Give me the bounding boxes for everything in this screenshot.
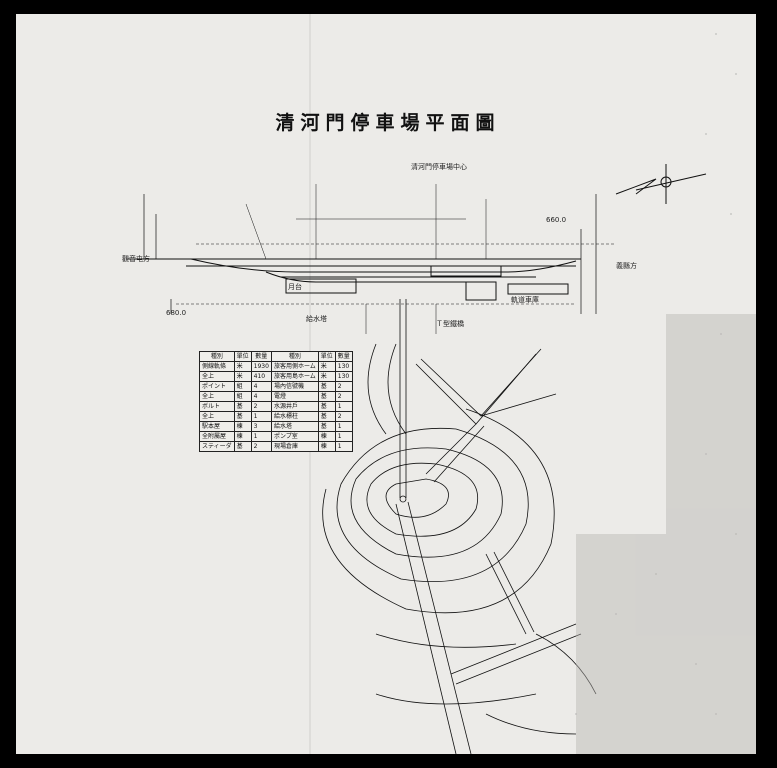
platform-label: 月台 — [288, 283, 302, 291]
legend-cell: 4 — [250, 391, 272, 402]
distance-right-label: 660.0 — [546, 216, 567, 224]
station-note: 清河門停車場中心 — [411, 163, 467, 171]
legend-cell: 基 — [233, 411, 252, 422]
legend-cell: 基 — [233, 441, 252, 452]
bridge-note-label: Ｔ型鐵橋 — [436, 320, 464, 328]
legend-cell: 4 — [250, 381, 272, 392]
handcar-shed-label: 軌道車庫 — [511, 296, 539, 304]
legend-cell: 2 — [250, 401, 272, 412]
legend-cell: 全上 — [199, 411, 235, 422]
legend-cell: 1 — [334, 401, 353, 412]
legend-cell: 現場倉庫 — [270, 441, 319, 452]
legend-cell: 2 — [250, 441, 272, 452]
legend-cell: 1 — [250, 411, 272, 422]
legend-cell: スティーダ — [199, 441, 235, 452]
legend-cell: 全附屬屋 — [199, 431, 235, 442]
legend-cell: 棟 — [317, 431, 336, 442]
station-plan-drawing — [126, 14, 756, 754]
legend-cell: 基 — [317, 411, 336, 422]
right-direction-label: 義縣方 — [616, 262, 637, 270]
legend-cell: 1930 — [250, 361, 272, 372]
legend-header: 單位 — [317, 351, 336, 362]
legend-cell: 410 — [250, 371, 272, 382]
legend-cell: 1 — [334, 421, 353, 432]
legend-cell: 米 — [233, 361, 252, 372]
legend-cell: 水源井戶 — [270, 401, 319, 412]
legend-cell: 米 — [317, 361, 336, 372]
legend-cell: 駅本屋 — [199, 421, 235, 432]
legend-cell: 米 — [317, 371, 336, 382]
legend-cell: ポンプ室 — [270, 431, 319, 442]
legend-cell: 2 — [334, 381, 353, 392]
legend-cell: 全上 — [199, 391, 235, 402]
legend-cell: 全上 — [199, 371, 235, 382]
legend-cell: ボルト — [199, 401, 235, 412]
legend-cell: 電燈 — [270, 391, 319, 402]
legend-header: 種別 — [199, 351, 235, 362]
legend-cell: 1 — [334, 431, 353, 442]
legend-header: 種別 — [270, 351, 319, 362]
legend-cell: 2 — [334, 411, 353, 422]
legend-header: 數量 — [250, 351, 272, 362]
legend-cell: 1 — [334, 441, 353, 452]
legend-cell: 基 — [317, 401, 336, 412]
legend-cell: 旅客用島ホーム — [270, 371, 319, 382]
legend-cell: ポイント — [199, 381, 235, 392]
legend-cell: 130 — [334, 371, 353, 382]
legend-cell: 基 — [317, 421, 336, 432]
legend-cell: 給水標柱 — [270, 411, 319, 422]
legend-cell: 3 — [250, 421, 272, 432]
legend-header-row: 種別 單位 數量 種別 單位 數量 — [199, 351, 353, 362]
map-sheet: 清河門停車場平面圖 清河門停車場中心 觀音屯方 義縣方 給水塔 軌道車庫 月台 … — [16, 14, 756, 754]
legend-cell: 1 — [250, 431, 272, 442]
water-tank-label: 給水塔 — [306, 315, 327, 323]
legend-header: 數量 — [334, 351, 353, 362]
legend-cell: 旅客用側ホーム — [270, 361, 319, 372]
legend-cell: 130 — [334, 361, 353, 372]
legend-cell: 場內信號機 — [270, 381, 319, 392]
legend-header: 單位 — [233, 351, 252, 362]
legend-cell: 棟 — [317, 441, 336, 452]
legend-cell: 基 — [317, 391, 336, 402]
legend-cell: 基 — [317, 381, 336, 392]
legend-cell: 2 — [334, 391, 353, 402]
left-direction-label: 觀音屯方 — [122, 255, 150, 263]
legend-cell: 棟 — [233, 421, 252, 432]
legend-cell: 米 — [233, 371, 252, 382]
legend-cell: 組 — [233, 391, 252, 402]
distance-left-label: 680.0 — [166, 309, 187, 317]
legend-cell: 給水塔 — [270, 421, 319, 432]
legend-cell: 組 — [233, 381, 252, 392]
legend-cell: 側線軌條 — [199, 361, 235, 372]
legend-cell: 棟 — [233, 431, 252, 442]
map-title: 清河門停車場平面圖 — [275, 112, 501, 134]
legend-cell: 基 — [233, 401, 252, 412]
